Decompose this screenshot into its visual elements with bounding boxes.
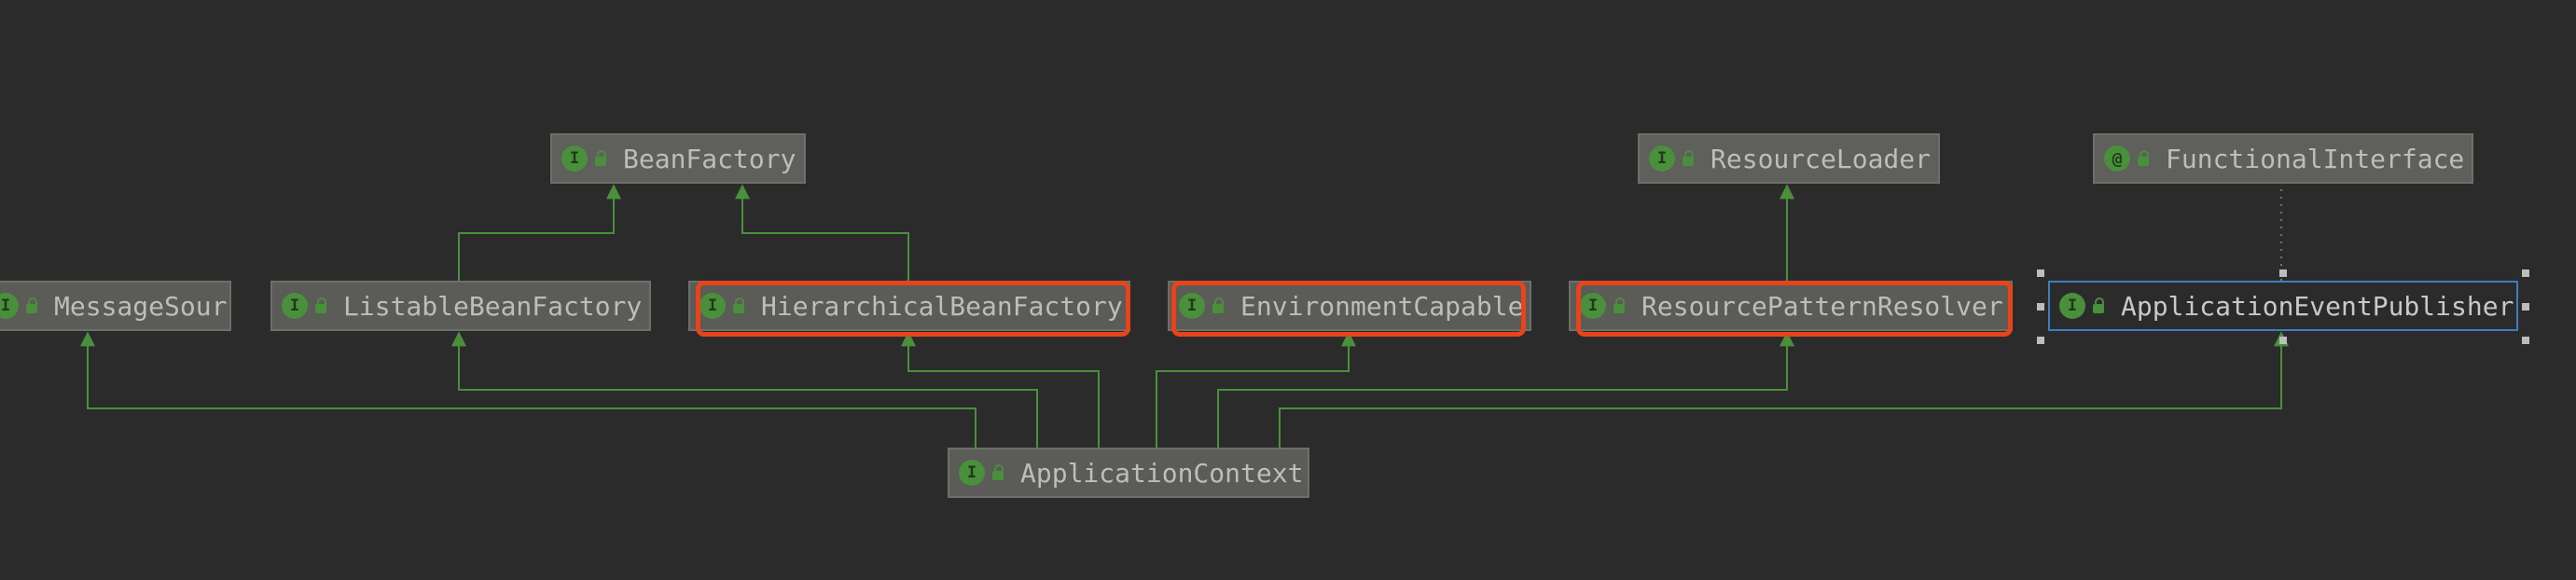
node-label: BeanFactory — [623, 143, 796, 174]
edge-application-context-to-hierarchical-bean-factory — [901, 331, 1100, 448]
interface-icon: I — [1179, 293, 1205, 319]
selection-handle[interactable] — [2522, 269, 2529, 277]
edge-listable-bean-factory-to-bean-factory — [458, 184, 621, 281]
node-bean-factory[interactable]: I BeanFactory — [550, 133, 806, 184]
node-label: FunctionalInterface — [2166, 143, 2465, 174]
selection-handle[interactable] — [2037, 269, 2044, 277]
node-application-event-publisher[interactable]: I ApplicationEventPublisher — [2048, 281, 2518, 331]
lock-icon — [595, 150, 606, 166]
node-label: EnvironmentCapable — [1240, 290, 1524, 322]
lock-icon — [1212, 297, 1224, 313]
selection-handle[interactable] — [2279, 337, 2287, 344]
node-resource-loader[interactable]: I ResourceLoader — [1638, 133, 1940, 184]
edge-application-context-to-listable-bean-factory — [451, 331, 1038, 448]
interface-icon: I — [959, 460, 985, 486]
selection-handle[interactable] — [2522, 303, 2529, 311]
interface-icon: I — [1649, 145, 1675, 172]
node-label: ApplicationContext — [1020, 457, 1304, 489]
node-hierarchical-bean-factory[interactable]: I HierarchicalBeanFactory — [688, 281, 1130, 331]
interface-icon: I — [2059, 293, 2085, 319]
lock-icon — [733, 297, 744, 313]
node-environment-capable[interactable]: I EnvironmentCapable — [1168, 281, 1531, 331]
annotation-icon: @ — [2104, 145, 2130, 172]
node-functional-interface[interactable]: @ FunctionalInterface — [2093, 133, 2473, 184]
node-message-source[interactable]: I MessageSource — [0, 281, 231, 331]
lock-icon — [315, 297, 326, 313]
edge-hierarchical-bean-factory-to-bean-factory — [735, 184, 909, 281]
node-label: ListableBeanFactory — [343, 290, 643, 322]
node-application-context[interactable]: I ApplicationContext — [948, 448, 1309, 498]
node-label: ResourcePatternResolver — [1641, 290, 2003, 322]
lock-icon — [2093, 297, 2104, 313]
node-label: ApplicationEventPublisher — [2121, 290, 2514, 322]
node-listable-bean-factory[interactable]: I ListableBeanFactory — [270, 281, 651, 331]
lock-icon — [1613, 297, 1625, 313]
selection-handle[interactable] — [2279, 269, 2287, 277]
edge-application-context-to-message-source — [80, 331, 976, 448]
node-label: ResourceLoader — [1710, 143, 1932, 174]
interface-icon: I — [561, 145, 588, 172]
selection-handle[interactable] — [2522, 337, 2529, 344]
node-resource-pattern-resolver[interactable]: I ResourcePatternResolver — [1569, 281, 2013, 331]
interface-icon: I — [0, 293, 19, 319]
lock-icon — [2138, 150, 2149, 166]
interface-icon: I — [1580, 293, 1606, 319]
edge-application-context-to-environment-capable — [1156, 331, 1356, 448]
selection-handle[interactable] — [2037, 303, 2044, 311]
node-label: MessageSource — [54, 290, 229, 322]
lock-icon — [26, 297, 37, 313]
selection-handle[interactable] — [2037, 337, 2044, 344]
interface-icon: I — [699, 293, 726, 319]
edge-application-context-to-application-event-publisher — [1279, 331, 2289, 448]
node-label: HierarchicalBeanFactory — [761, 290, 1123, 322]
lock-icon — [992, 464, 1004, 480]
edge-application-context-to-resource-pattern-resolver — [1217, 331, 1794, 448]
lock-icon — [1683, 150, 1694, 166]
interface-icon: I — [282, 293, 308, 319]
